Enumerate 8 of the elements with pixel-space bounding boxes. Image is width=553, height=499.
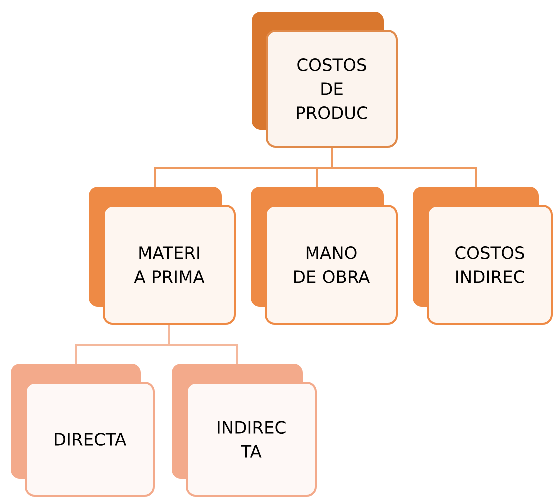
- org-box: INDIREC TA: [172, 364, 317, 497]
- org-box: COSTOS DE PRODUC: [252, 12, 398, 148]
- org-box: COSTOS INDIREC: [413, 187, 553, 325]
- connector-line: [168, 325, 238, 364]
- connector-line: [331, 148, 477, 187]
- org-box: DIRECTA: [11, 364, 155, 497]
- org-box: MATERI A PRIMA: [89, 187, 236, 325]
- org-box: MANO DE OBRA: [251, 187, 398, 325]
